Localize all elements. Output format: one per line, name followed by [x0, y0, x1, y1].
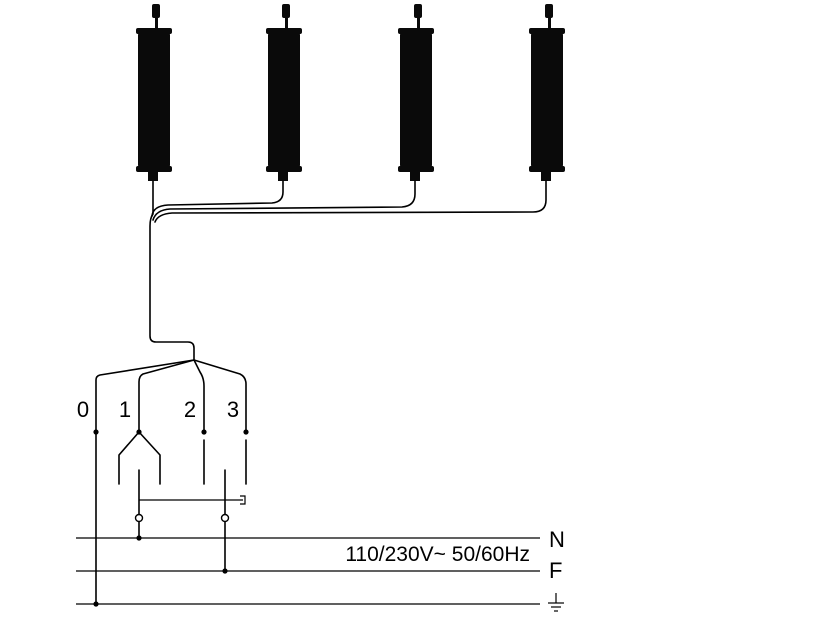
- phase-label: F: [549, 558, 562, 583]
- heater-element-3: [398, 4, 434, 181]
- switch-position-2: 2: [184, 397, 196, 422]
- switch-fanout-wires: [95, 359, 247, 432]
- heater-element-1: [136, 4, 172, 181]
- rotary-switch-contacts: [93, 431, 247, 607]
- switch-position-labels: 0 1 2 3: [77, 397, 239, 422]
- switch-position-0: 0: [77, 397, 89, 422]
- heater-element-4: [529, 4, 565, 181]
- supply-rating: 110/230V~ 50/60Hz: [345, 543, 530, 566]
- heater-element-2: [266, 4, 302, 181]
- switch-position-1: 1: [119, 397, 131, 422]
- supply-lines: [76, 537, 540, 605]
- neutral-label: N: [549, 527, 565, 552]
- earth-ground-icon: [548, 593, 564, 612]
- switch-position-3: 3: [227, 397, 239, 422]
- switch-terminals: [93, 429, 249, 435]
- heater-cable-bundle: [149, 180, 547, 361]
